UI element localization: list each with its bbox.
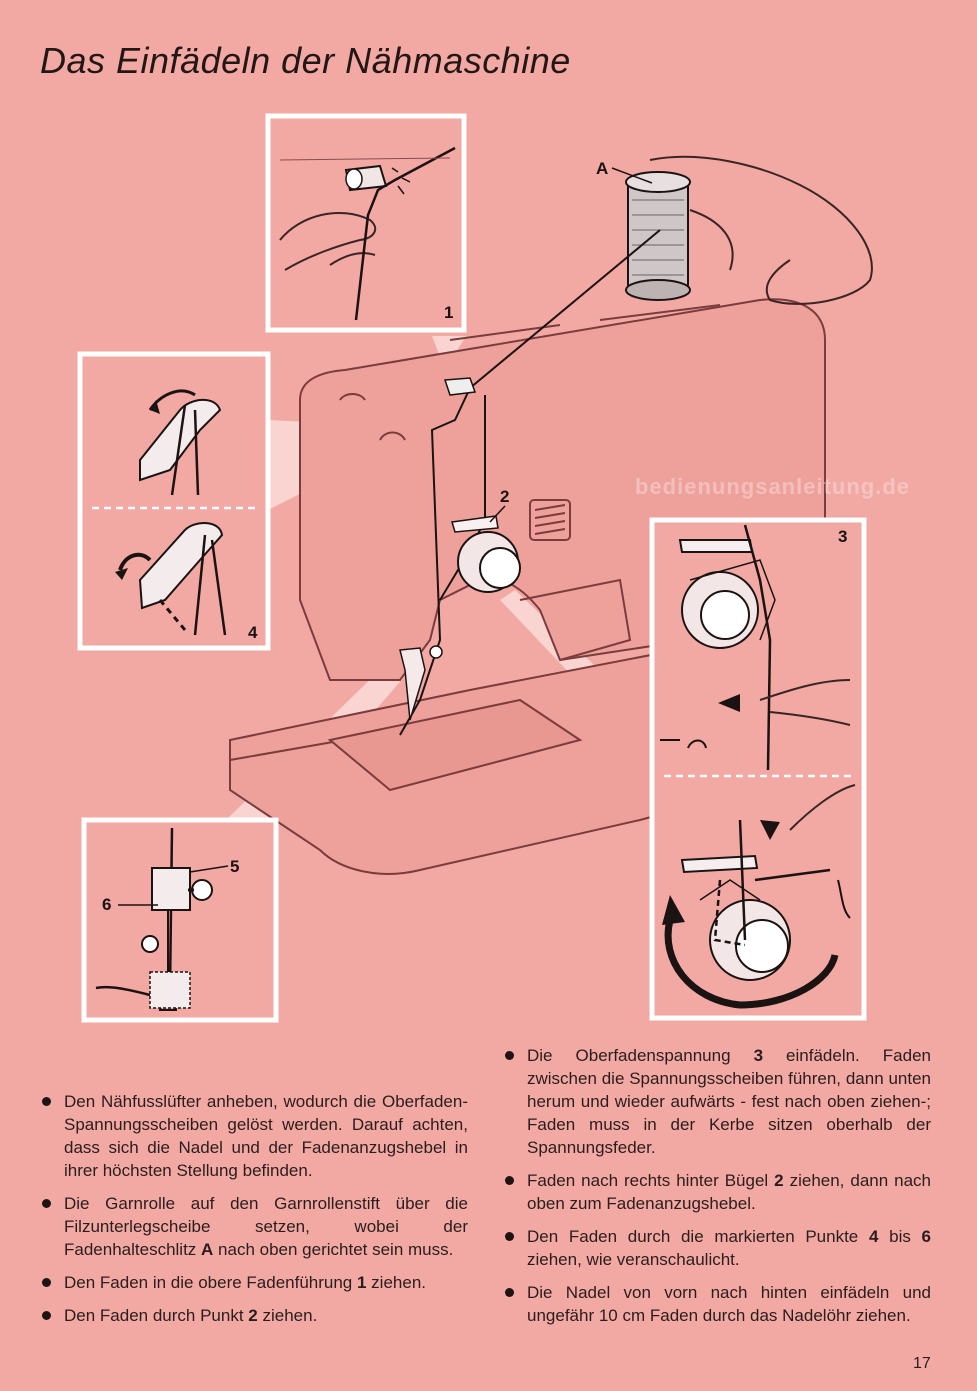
label-spool-slot: A: [596, 159, 608, 178]
upper-guide: [443, 377, 477, 396]
finger-top-right: [689, 209, 734, 271]
label-step2: 2: [500, 487, 509, 506]
page-number: 17: [913, 1355, 931, 1372]
thread-spool: [625, 171, 691, 301]
instructions-right: Die Oberfadenspannung 3 einfädeln. Faden…: [503, 1044, 931, 1337]
instructions-left: Den Nähfusslüfter anheben, wodurch die O…: [40, 1090, 468, 1337]
instruction-item: Den Faden durch die markierten Punkte 4 …: [503, 1225, 931, 1271]
detail-panel-4: [77, 351, 271, 651]
needle-screw: [429, 645, 443, 659]
label-step6: 6: [102, 895, 111, 914]
label-step3: 3: [838, 527, 847, 546]
instruction-item: Den Nähfusslüfter anheben, wodurch die O…: [40, 1090, 468, 1182]
instruction-item: Den Faden durch Punkt 2 ziehen.: [40, 1304, 468, 1327]
leader-a: [611, 167, 653, 184]
page-title: Das Einfädeln der Nähmaschine: [40, 40, 571, 81]
instruction-item: Die Nadel von vorn nach hinten einfädeln…: [503, 1281, 931, 1327]
instruction-item: Faden nach rechts hinter Bügel 2 ziehen,…: [503, 1169, 931, 1215]
hand-top-right: [649, 155, 873, 305]
needle-bar: [399, 647, 426, 721]
label-step4: 4: [248, 623, 258, 642]
instruction-item: Die Oberfadenspannung 3 einfädeln. Faden…: [503, 1044, 931, 1159]
leader-2: [489, 505, 506, 523]
instruction-item: Den Faden in die obere Fadenführung 1 zi…: [40, 1271, 468, 1294]
watermark: bedienungsanleitung.de: [635, 474, 911, 499]
label-step5: 5: [230, 857, 239, 876]
instruction-item: Die Garnrolle auf den Garnrollenstift üb…: [40, 1192, 468, 1261]
detail-panel-1: [265, 113, 467, 333]
detail-panel-5-6: [81, 817, 279, 1023]
tension-unit: [451, 515, 521, 593]
label-step1: 1: [444, 303, 453, 322]
detail-panel-3: [649, 517, 867, 1021]
